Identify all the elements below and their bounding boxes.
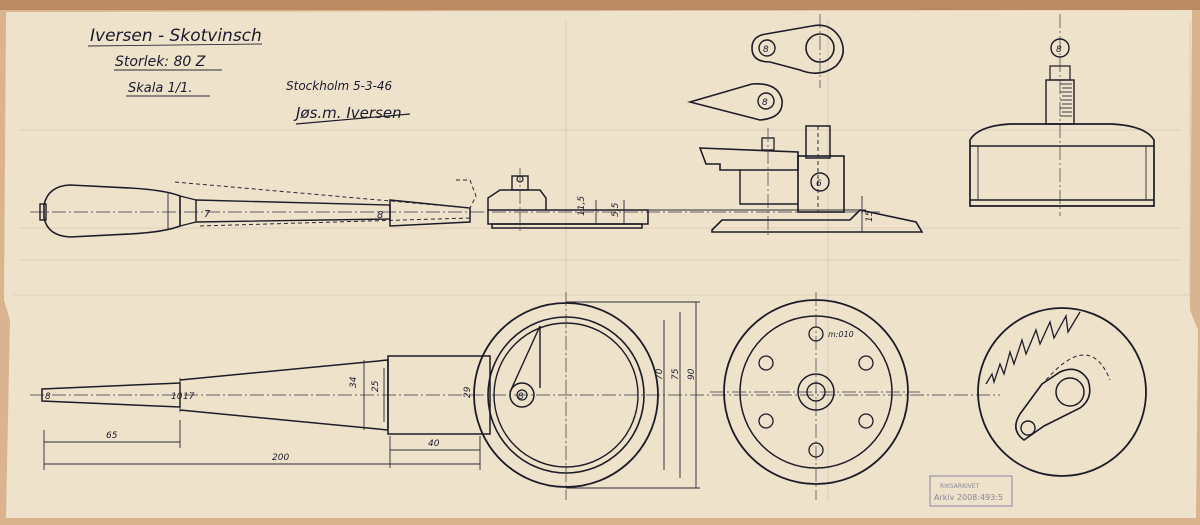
dim-len-65: 65 — [106, 431, 118, 441]
dim-shaft-mid-b: 17 — [183, 392, 195, 402]
pointed-pawl — [686, 83, 783, 121]
drawing-title: Iversen - Skotvinsch — [90, 26, 262, 46]
dim-hub-inner: 29 — [463, 386, 473, 398]
drawing-scale: Skala 1/1. — [128, 81, 193, 96]
drum-hole-top-icon — [808, 326, 824, 342]
drum-bore-icon — [806, 382, 826, 402]
ratchet-teeth — [985, 311, 1081, 385]
plan-pivot-icon — [509, 382, 535, 408]
plan-part-number: 8 — [518, 392, 524, 402]
title-block: Iversen - Skotvinsch Storlek: 80 Z Skala… — [87, 26, 411, 125]
title-underline — [87, 43, 263, 47]
paper — [4, 10, 1198, 518]
bracket-part-number: 6 — [816, 179, 822, 189]
plan-view-lever: 8 10 17 34 25 29 8 70 75 90 65 — [30, 292, 1000, 500]
ratchet-pawl-arm — [1015, 368, 1091, 441]
bracket-column — [797, 155, 845, 213]
detail-pawls: 8 8 — [686, 14, 844, 121]
drum-gauge-cap — [1049, 65, 1071, 81]
link-plate — [751, 24, 844, 74]
ratchet-small-hole-icon — [1020, 420, 1036, 436]
stamp-line-2: Arkiv 2008:493:5 — [934, 493, 1003, 502]
base-plate-bottom — [491, 223, 643, 229]
dim-taper-b: 25 — [371, 380, 381, 392]
dim-taper-a: 34 — [349, 376, 359, 388]
side-elevation-bracket: 6 15 — [698, 125, 924, 236]
pointed-pawl-part-number: 8 — [762, 98, 768, 108]
bracket-inner-arm — [739, 170, 798, 205]
plan-view-ratchet — [977, 307, 1147, 477]
drum-hole-lr-icon — [858, 413, 874, 429]
dim-shaft-mid-a: 10 — [171, 392, 183, 402]
dim-side-height-a: 11,5 — [577, 196, 587, 216]
dim-shaft-end: 8 — [45, 392, 51, 402]
hole-mark-label: m:010 — [828, 330, 854, 339]
handle-ferrule — [179, 195, 197, 227]
lever-part-number: 8 — [377, 210, 383, 221]
drum-section-view: 8 — [969, 14, 1155, 216]
archive-stamp: RIKSARKIVET Arkiv 2008:493:5 — [929, 475, 1013, 507]
ratchet-pivot-icon — [1055, 377, 1085, 407]
gauge-scale-ticks — [1060, 83, 1072, 117]
dim-disk-a: 70 — [655, 368, 665, 380]
dim-base-height: 15 — [865, 210, 875, 222]
link-small-hole-icon — [758, 39, 776, 57]
dim-disk-c: 90 — [687, 368, 697, 380]
dim-disk-b: 75 — [671, 368, 681, 380]
drum-body — [969, 123, 1155, 207]
bracket-foot — [711, 209, 924, 233]
plan-pawl — [509, 325, 541, 393]
gauge-part-number: 8 — [1056, 45, 1062, 55]
plan-socket — [387, 355, 491, 435]
dim-side-height-b: 5,5 — [611, 202, 621, 217]
plan-pivot-bolt-icon — [516, 389, 528, 401]
top-edge — [0, 0, 1200, 10]
bracket-pawl-arm — [698, 147, 799, 171]
dim-len-40: 40 — [428, 439, 440, 449]
bracket-pivot-icon — [810, 172, 830, 192]
drawing-place-date: Stockholm 5-3-46 — [286, 79, 393, 93]
drum-hub-icon — [797, 373, 835, 411]
drawing-size: Storlek: 80 Z — [115, 54, 206, 70]
gauge-bolt-icon — [1050, 38, 1070, 58]
handle-part-number: 7 — [204, 209, 211, 220]
drum-hole-bottom-icon — [808, 442, 824, 458]
drum-hole-ur-icon — [858, 355, 874, 371]
ratchet-outer — [977, 307, 1147, 477]
handle-end-cap — [39, 203, 47, 221]
dim-len-200: 200 — [272, 453, 289, 463]
drum-hole-ll-icon — [758, 413, 774, 429]
signature-flourish — [295, 113, 411, 125]
side-elevation-lever: 7 8 11,5 5,5 — [30, 168, 880, 238]
stamp-border — [929, 475, 1013, 507]
drum-hole-ul-icon — [758, 355, 774, 371]
plan-view-drum: m:010 — [710, 292, 920, 500]
pawl-pivot-hole-icon — [757, 92, 775, 110]
stamp-line-1: RIKSARKIVET — [940, 483, 980, 490]
link-part-number: 8 — [763, 45, 769, 55]
